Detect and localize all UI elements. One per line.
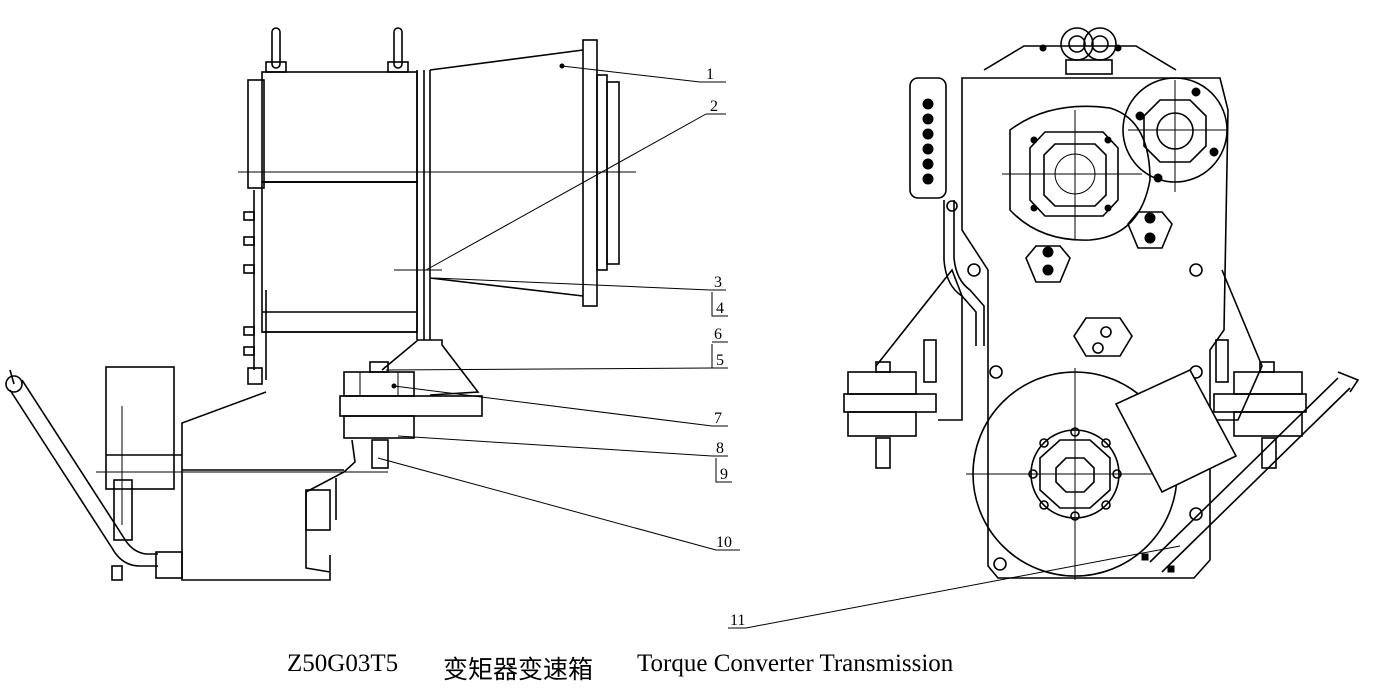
callout-8: 8 — [716, 440, 724, 457]
mount-front-left — [843, 268, 963, 469]
front-housing-body — [961, 77, 1229, 579]
lower-housing — [181, 391, 356, 581]
mount-assembly-side — [339, 339, 483, 469]
callout-11: 11 — [730, 612, 745, 629]
callout-5: 5 — [716, 352, 724, 369]
lifting-eye-right — [387, 27, 409, 73]
callout-6: 6 — [714, 326, 722, 343]
top-lifting-bracket — [983, 27, 1177, 75]
converter-housing — [416, 39, 620, 340]
title-english: Torque Converter Transmission — [637, 650, 954, 677]
side-view — [5, 27, 636, 581]
callout-10: 10 — [716, 534, 732, 551]
callout-9: 9 — [720, 466, 728, 483]
model-number: Z50G03T5 — [287, 650, 399, 677]
gearbox-housing — [243, 71, 418, 385]
callout-3: 3 — [714, 274, 722, 291]
hex-bosses — [967, 211, 1203, 571]
dipstick-tube-front — [1141, 371, 1360, 573]
callout-4: 4 — [716, 300, 724, 317]
pump-housing — [105, 366, 183, 579]
callout-2: 2 — [710, 98, 718, 115]
front-view — [843, 27, 1360, 580]
pump-upper-right — [1122, 77, 1228, 192]
output-flange-upper — [1002, 105, 1151, 241]
callout-labels: 1 2 3 4 6 5 7 8 9 10 11 — [706, 66, 745, 629]
callout-1: 1 — [706, 66, 714, 83]
lifting-eye-left — [265, 27, 287, 73]
callout-leaders — [377, 63, 1181, 629]
centerlines-side — [96, 171, 636, 525]
side-bolts — [243, 211, 263, 385]
title-chinese: 变矩器变速箱 — [443, 657, 594, 684]
callout-7: 7 — [714, 410, 722, 427]
filter-bank — [909, 77, 947, 199]
dipstick-tube-side — [5, 369, 158, 581]
name-plate — [1114, 368, 1238, 494]
